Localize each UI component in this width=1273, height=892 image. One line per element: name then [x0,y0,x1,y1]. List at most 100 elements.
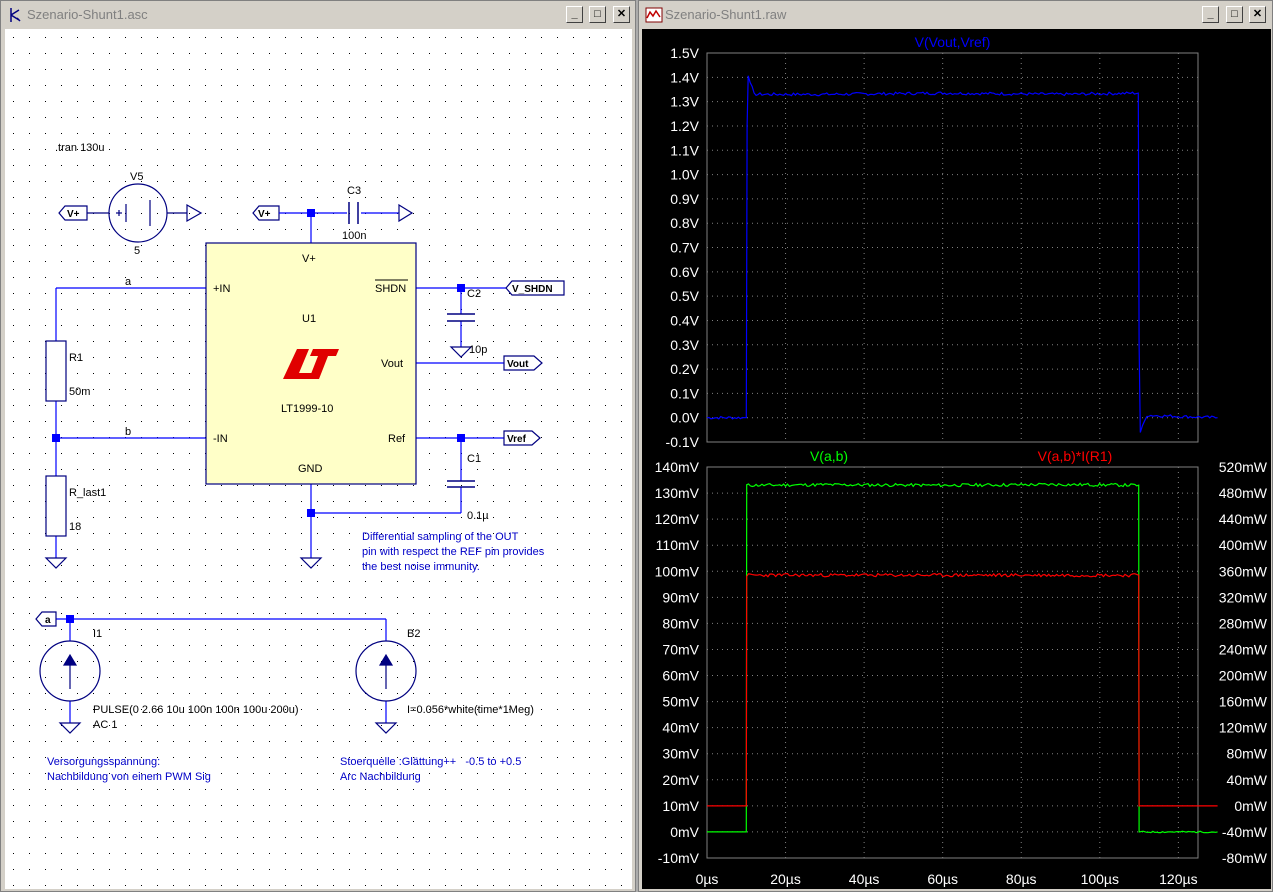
svg-text:the best noise immunity.: the best noise immunity. [362,561,480,573]
b2-value: I=0.056*white(time*1Meg) [407,704,534,716]
v5-source[interactable] [87,183,203,243]
x-tick-label: 80µs [1006,871,1037,887]
bottom-right-y-tick-label: 320mW [1219,589,1268,605]
u1-pin-vplus: V+ [302,253,316,265]
lt-logo [283,349,339,379]
tran-directive[interactable]: .tran 130u [55,142,105,154]
i1-current-source[interactable] [39,640,101,702]
c2-value: 10p [469,344,487,356]
plots-svg[interactable]: 1.5V1.4V1.3V1.2V1.1V1.0V0.9V0.8V0.7V0.6V… [642,29,1271,889]
top-y-tick-label: 0.4V [670,312,699,328]
top-series-vout-vref [706,75,1218,433]
schematic-titlebar[interactable]: Szenario-Shunt1.asc _ □ ✕ [3,3,633,27]
c2-capacitor[interactable] [447,313,475,322]
u1-chip[interactable] [205,242,417,485]
r1-name: R1 [69,352,83,364]
u1-part: LT1999-10 [281,403,333,415]
close-button[interactable]: ✕ [613,6,630,23]
close-button[interactable]: ✕ [1249,6,1266,23]
bottom-left-y-tick-label: -10mV [658,850,700,866]
ground-symbols [44,346,473,734]
svg-text:Differential sampling of the O: Differential sampling of the OUT [362,531,519,543]
c1-capacitor[interactable] [447,480,475,488]
vout-flag[interactable] [503,355,543,371]
comment-supply: Versorgungsspannung: Nachbildung von ein… [47,756,211,783]
top-y-tick-label: 1.2V [670,118,699,134]
bottom-right-y-tick-label: 0mW [1234,798,1267,814]
minimize-button[interactable]: _ [1202,6,1219,23]
top-y-tick-label: 0.8V [670,215,699,231]
c1-name: C1 [467,453,481,465]
bottom-right-y-tick-label: 400mW [1219,537,1268,553]
waveform-icon [645,7,663,23]
top-y-tick-label: 0.5V [670,288,699,304]
minimize-button[interactable]: _ [566,6,583,23]
bottom-left-title: V(a,b) [810,448,848,464]
bottom-right-y-tick-label: 360mW [1219,563,1268,579]
u1-pin-gnd: GND [298,463,323,475]
a-flag-label: a [45,615,51,626]
bottom-left-y-tick-label: 90mV [662,589,699,605]
vshdn-flag[interactable] [505,280,565,296]
x-tick-label: 60µs [927,871,958,887]
bottom-right-y-tick-label: 480mW [1219,485,1268,501]
bottom-series-v-ab [707,482,1218,834]
bottom-left-y-tick-label: 0mV [670,824,699,840]
vplus-flag-2-label: V+ [258,209,271,220]
maximize-button[interactable]: □ [589,6,606,23]
bottom-left-y-tick-label: 70mV [662,641,699,657]
c3-capacitor[interactable] [348,202,414,224]
c3-name: C3 [347,185,361,197]
vplus-flag-1-label: V+ [67,209,80,220]
bottom-right-y-tick-label: 520mW [1219,459,1268,475]
bottom-left-y-tick-label: 40mV [662,720,699,736]
top-y-tick-label: 1.4V [670,69,699,85]
i1-value1: PULSE(0 2.66 10u 100n 100n 100u 200u) [93,704,299,716]
a-flag[interactable] [35,611,57,627]
schematic-drawing[interactable]: .tran 130u V5 5 V+ V+ [5,29,632,889]
waveform-title: Szenario-Shunt1.raw [665,7,787,22]
bottom-right-y-tick-label: 120mW [1219,720,1268,736]
top-y-tick-label: -0.1V [666,434,700,450]
i1-value2: AC 1 [93,719,117,731]
schematic-title: Szenario-Shunt1.asc [27,7,148,22]
top-y-tick-label: 0.0V [670,410,699,426]
bottom-right-y-tick-label: 440mW [1219,511,1268,527]
top-y-tick-label: 0.9V [670,191,699,207]
bottom-left-y-tick-label: 110mV [656,537,700,553]
x-tick-label: 120µs [1159,871,1197,887]
waveform-titlebar[interactable]: Szenario-Shunt1.raw _ □ ✕ [641,3,1270,27]
b2-source[interactable] [355,640,417,702]
svg-text:Arc Nachbildung: Arc Nachbildung [340,771,421,783]
bottom-right-y-tick-label: 40mW [1227,772,1268,788]
r-last1-resistor[interactable] [45,475,67,537]
u1-pin-plus-in: +IN [213,283,230,295]
u1-pin-vout: Vout [381,358,403,370]
bottom-series-v-ab-times-i-r1 [707,572,1218,807]
top-y-tick-label: 1.3V [670,94,699,110]
top-y-tick-label: 0.3V [670,337,699,353]
schematic-canvas[interactable]: .tran 130u V5 5 V+ V+ [5,29,632,889]
maximize-button[interactable]: □ [1226,6,1243,23]
vplus-flag-1[interactable] [58,205,88,221]
waveform-window[interactable]: Szenario-Shunt1.raw _ □ ✕ 1.5V 1.4V 1.3V 1.… [638,0,1273,892]
bottom-left-y-tick-label: 10mV [662,798,699,814]
bottom-left-y-tick-label: 120mV [655,511,700,527]
bottom-right-y-tick-label: -40mW [1222,824,1268,840]
top-y-tick-label: 0.2V [670,361,699,377]
top-y-tick-label: 0.6V [670,264,699,280]
bottom-right-title: V(a,b)*I(R1) [1038,448,1113,464]
bottom-right-y-tick-label: 240mW [1219,641,1268,657]
r1-resistor[interactable] [45,340,67,402]
vref-flag[interactable] [503,430,541,446]
u1-pin-ref: Ref [388,433,406,445]
schematic-window[interactable]: Szenario-Shunt1.asc _ □ ✕ .tran 130u [0,0,636,892]
comment-noise: Stoerquelle :Glättung++ -0.5 to +0.5 Arc… [340,756,521,783]
top-y-tick-label: 1.5V [670,45,699,61]
net-label-b: b [125,426,131,438]
r1-value: 50m [69,386,90,398]
v5-name: V5 [130,171,143,183]
r-last1-name: R_last1 [69,487,106,499]
x-tick-label: 40µs [849,871,880,887]
